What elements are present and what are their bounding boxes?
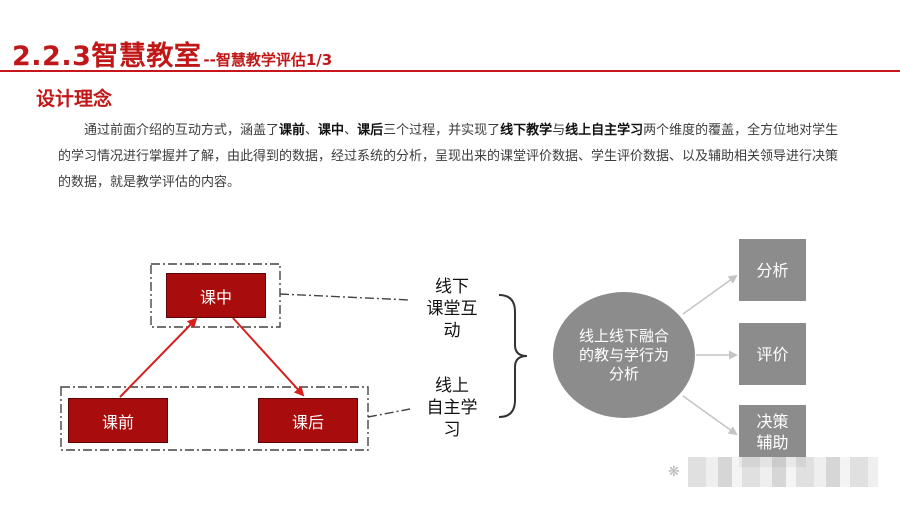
paragraph-bold: 课中 — [318, 123, 345, 138]
connector-online — [367, 408, 411, 418]
slide-title: 2.2.3智慧教室--智慧教学评估1/3 — [12, 34, 332, 73]
box-line: 决策 — [756, 412, 789, 431]
box-analysis: 分析 — [739, 239, 806, 301]
label-line: 动 — [443, 321, 461, 341]
section-title: 设计理念 — [36, 88, 113, 110]
paragraph-bold: 线下教学 — [500, 123, 553, 138]
center-analysis-ellipse: 线上线下融合的教与学行为分析 — [553, 292, 695, 418]
wechat-icon: ❋ — [668, 464, 680, 480]
label-line: 课堂互 — [426, 299, 478, 319]
arrow-kezhong-to-kehou — [232, 317, 305, 397]
connector-decision — [682, 395, 738, 436]
intro-paragraph: 通过前面介绍的互动方式，涵盖了课前、课中、课后三个过程，并实现了线下教学与线上自… — [58, 118, 848, 196]
header-divider — [0, 70, 900, 72]
slide-title-sub: --智慧教学评估1/3 — [203, 51, 333, 69]
paragraph-text: 三个过程，并实现了 — [383, 123, 501, 138]
connector-offline — [279, 293, 411, 301]
label-line: 习 — [443, 420, 461, 440]
group-frame-online — [60, 386, 369, 451]
node-keqian: 课前 — [68, 398, 168, 443]
box-decision-support: 决策 辅助 — [739, 405, 806, 467]
paragraph-text: 与 — [552, 123, 566, 138]
curly-brace — [498, 294, 528, 418]
label-line: 线上 — [435, 376, 469, 396]
box-line: 辅助 — [756, 433, 789, 452]
arrow-keqian-to-kezhong — [119, 317, 198, 398]
paragraph-text: 两个维度的覆盖，全方位地对学生的学习情况进行掌握并了解，由此得到的数据，经过系统… — [58, 123, 839, 190]
box-evaluation: 评价 — [739, 323, 806, 385]
node-kezhong: 课中 — [166, 273, 266, 318]
node-kehou: 课后 — [258, 398, 358, 443]
label-line: 线下 — [435, 277, 469, 297]
slide-title-main: 2.2.3智慧教室 — [12, 41, 202, 72]
watermark: ❋ — [668, 452, 890, 492]
paragraph-bold: 课后 — [357, 123, 384, 138]
paragraph-bold: 课前 — [279, 123, 306, 138]
paragraph-text: 通过前面介绍的互动方式，涵盖了 — [84, 123, 280, 138]
group-frame-offline — [150, 263, 281, 328]
label-offline-interaction: 线下 课堂互 动 — [415, 276, 489, 342]
label-online-learning: 线上 自主学 习 — [415, 375, 489, 441]
paragraph-text: 、 — [305, 123, 319, 138]
center-ellipse-text: 线上线下融合的教与学行为分析 — [578, 326, 669, 383]
label-line: 自主学 — [426, 398, 478, 418]
watermark-blurred-text — [687, 457, 878, 487]
paragraph-text: 、 — [344, 123, 358, 138]
paragraph-bold: 线上自主学习 — [565, 123, 644, 138]
connector-analysis — [682, 274, 738, 315]
